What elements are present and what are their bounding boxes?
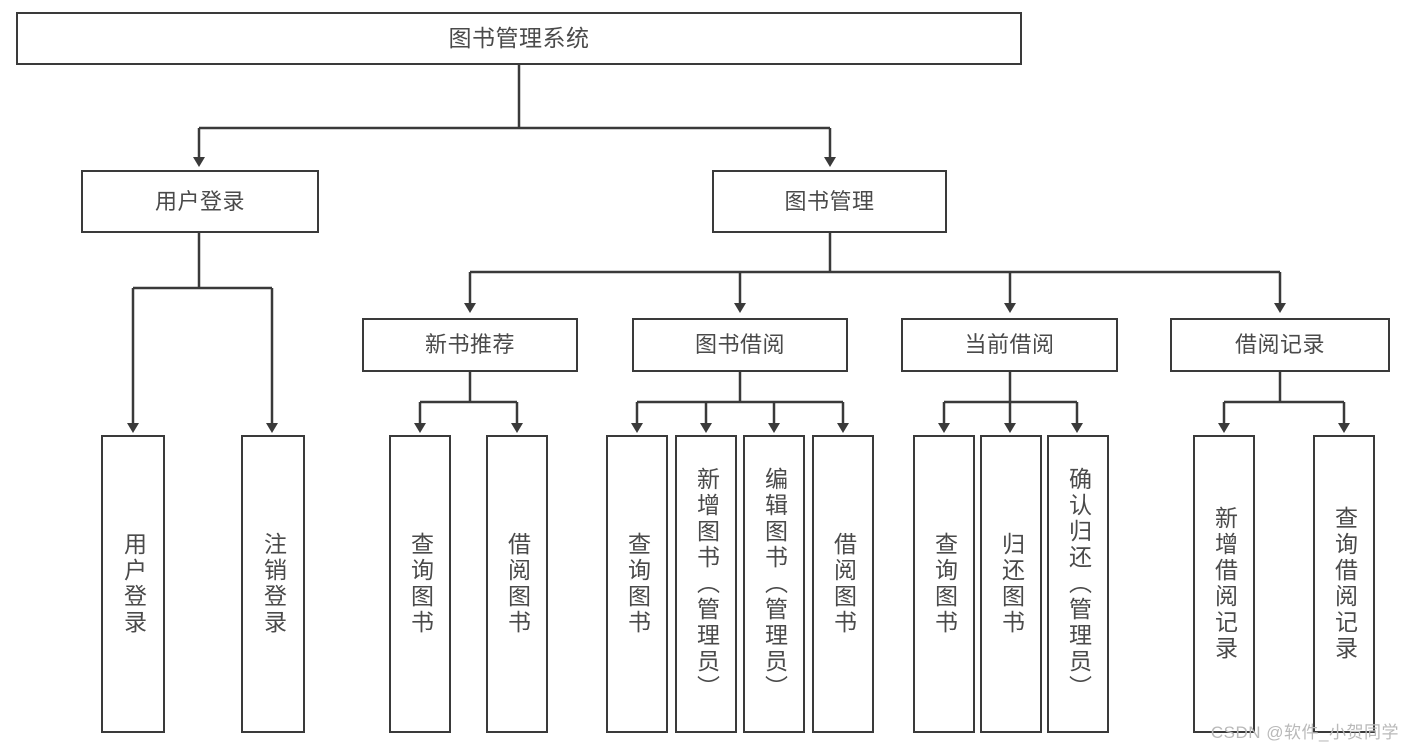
node-label: 新增图书（管理员） <box>693 467 720 701</box>
node-label: 查询图书 <box>624 532 651 636</box>
leaf-logout[interactable]: 注销登录 <box>241 435 305 733</box>
leaf-record-add[interactable]: 新增借阅记录 <box>1193 435 1255 733</box>
node-label: 用户登录 <box>154 188 245 214</box>
node-user-login[interactable]: 用户登录 <box>81 170 319 233</box>
leaf-borrow-query-book[interactable]: 查询图书 <box>606 435 668 733</box>
leaf-borrow-add-book[interactable]: 新增图书（管理员） <box>675 435 737 733</box>
node-label: 确认归还（管理员） <box>1065 467 1092 701</box>
node-book-borrow[interactable]: 图书借阅 <box>632 318 848 372</box>
node-label: 查询借阅记录 <box>1331 506 1358 662</box>
leaf-current-confirm-return[interactable]: 确认归还（管理员） <box>1047 435 1109 733</box>
node-label: 归还图书 <box>998 532 1025 636</box>
leaf-user-login[interactable]: 用户登录 <box>101 435 165 733</box>
node-label: 图书管理 <box>784 188 875 214</box>
leaf-new-book-query[interactable]: 查询图书 <box>389 435 451 733</box>
leaf-borrow-edit-book[interactable]: 编辑图书（管理员） <box>743 435 805 733</box>
node-label: 图书管理系统 <box>448 25 590 52</box>
csdn-watermark: CSDN @软件_小贺同学 <box>1210 723 1399 742</box>
node-current-borrow[interactable]: 当前借阅 <box>901 318 1118 372</box>
node-root-system[interactable]: 图书管理系统 <box>16 12 1022 65</box>
node-label: 编辑图书（管理员） <box>761 467 788 701</box>
node-label: 注销登录 <box>260 532 287 636</box>
node-label: 图书借阅 <box>694 332 785 358</box>
node-label: 新增借阅记录 <box>1211 506 1238 662</box>
node-label: 新书推荐 <box>424 332 515 358</box>
node-label: 借阅图书 <box>504 532 531 636</box>
node-label: 借阅记录 <box>1234 332 1325 358</box>
node-label: 借阅图书 <box>830 532 857 636</box>
node-book-management[interactable]: 图书管理 <box>712 170 947 233</box>
leaf-current-return-book[interactable]: 归还图书 <box>980 435 1042 733</box>
leaf-record-query[interactable]: 查询借阅记录 <box>1313 435 1375 733</box>
node-label: 用户登录 <box>120 532 147 636</box>
node-label: 查询图书 <box>407 532 434 636</box>
node-borrow-record[interactable]: 借阅记录 <box>1170 318 1390 372</box>
node-new-book-recommend[interactable]: 新书推荐 <box>362 318 578 372</box>
leaf-current-query-book[interactable]: 查询图书 <box>913 435 975 733</box>
node-label: 查询图书 <box>931 532 958 636</box>
leaf-borrow-borrow-book[interactable]: 借阅图书 <box>812 435 874 733</box>
node-label: 当前借阅 <box>964 332 1055 358</box>
leaf-new-book-borrow[interactable]: 借阅图书 <box>486 435 548 733</box>
